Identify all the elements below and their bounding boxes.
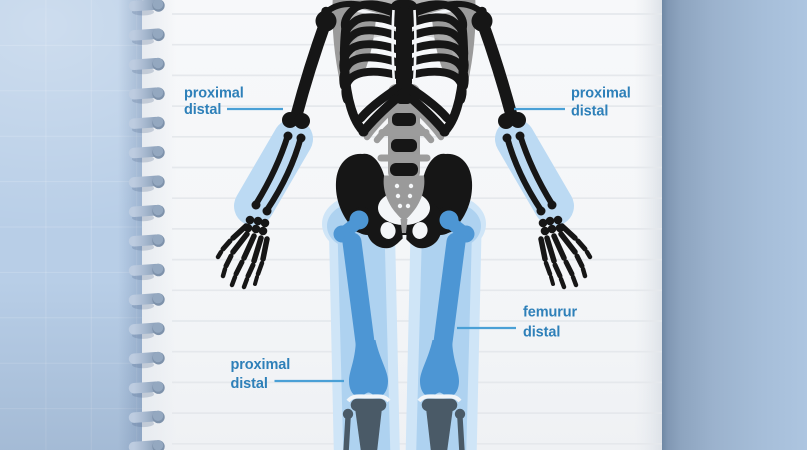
svg-text:distal: distal	[523, 325, 560, 341]
svg-text:proximal: proximal	[184, 86, 244, 102]
svg-text:distal: distal	[571, 104, 608, 120]
svg-text:proximal: proximal	[571, 86, 631, 102]
svg-text:distal: distal	[184, 102, 221, 118]
svg-text:femurur: femurur	[523, 305, 578, 321]
svg-text:proximal: proximal	[231, 357, 291, 373]
svg-text:distal: distal	[231, 376, 268, 392]
